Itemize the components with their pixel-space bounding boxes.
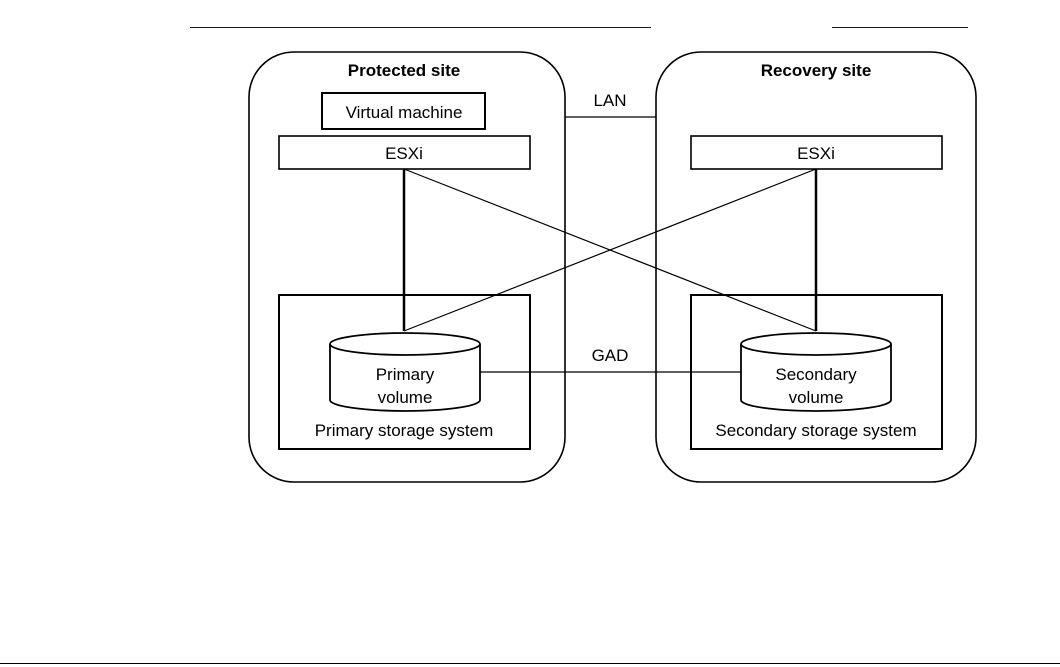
secondary-volume-label-line1: Secondary (775, 365, 857, 384)
recovery-esxi-label: ESXi (797, 144, 835, 163)
primary-volume-cylinder (329, 332, 481, 412)
secondary-volume-label-line2: volume (789, 388, 844, 407)
lan-label: LAN (593, 91, 626, 110)
virtual-machine-label: Virtual machine (346, 103, 463, 122)
gad-label: GAD (592, 346, 629, 365)
recovery-esxi-box (690, 135, 943, 170)
primary-volume-label-line2: volume (378, 388, 433, 407)
page-footer-rule (0, 663, 1060, 664)
recovery-esxi-to-primary-volume-path (403, 168, 817, 332)
secondary-storage-system-label: Secondary storage system (715, 421, 916, 440)
protected-esxi-label: ESXi (385, 144, 423, 163)
virtual-machine-box (321, 92, 486, 130)
secondary-volume-cylinder (740, 332, 892, 412)
protected-site-title: Protected site (348, 61, 460, 80)
protected-site-container (248, 51, 566, 483)
recovery-site-container (655, 51, 977, 483)
protected-esxi-box (278, 135, 531, 170)
recovery-site-title: Recovery site (761, 61, 872, 80)
primary-storage-system-label: Primary storage system (315, 421, 494, 440)
page-link-underline-right[interactable] (832, 27, 968, 28)
page-link-underline[interactable] (190, 27, 651, 28)
primary-volume-label-line1: Primary (376, 365, 435, 384)
